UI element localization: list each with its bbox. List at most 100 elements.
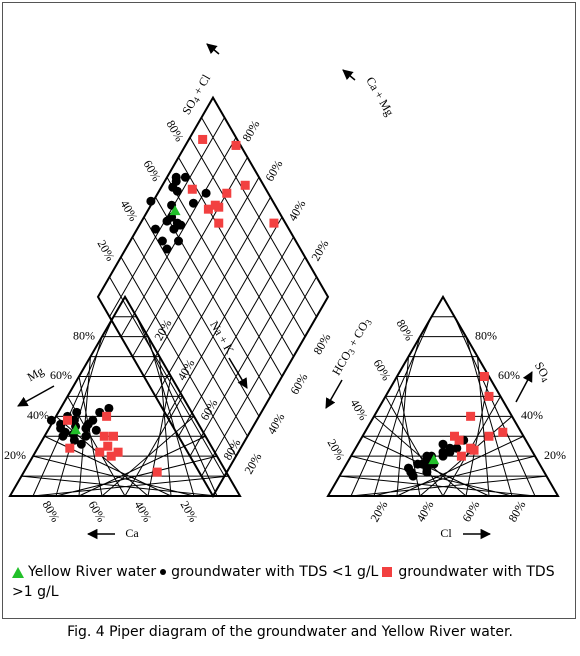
groundwater-low-tds-point	[76, 439, 86, 449]
groundwater-low-tds-point	[172, 186, 182, 196]
groundwater-high-tds-point	[187, 184, 197, 194]
groundwater-low-tds-point	[72, 407, 82, 417]
groundwater-low-tds-point	[422, 467, 432, 477]
groundwater-high-tds-point	[63, 415, 72, 425]
groundwater-low-tds-point	[174, 236, 183, 246]
tick-label: 80%	[505, 498, 528, 524]
tick-label: 40%	[348, 397, 371, 423]
ca-mg-label: Ca + Mg	[363, 74, 397, 118]
tick-label: 80%	[394, 317, 417, 343]
groundwater-high-tds-point	[466, 411, 476, 421]
groundwater-low-tds-point	[404, 463, 413, 473]
groundwater-low-tds-point	[408, 471, 418, 481]
groundwater-low-tds-point	[171, 176, 181, 186]
tick-label: 20%	[367, 498, 390, 524]
tick-label: 80%	[164, 118, 187, 144]
tick-label: 20%	[308, 237, 331, 263]
tick-label: 40%	[118, 197, 141, 223]
groundwater-low-tds-point	[445, 443, 455, 453]
groundwater-high-tds-point	[99, 431, 109, 441]
grid-line	[201, 117, 317, 317]
grid-line	[178, 157, 294, 357]
so4-label: SO4	[531, 359, 554, 384]
grid-line	[124, 396, 183, 497]
groundwater-low-tds-point	[188, 198, 198, 208]
groundwater-low-tds-point	[157, 236, 167, 246]
grid-lines	[21, 117, 547, 497]
mg-label: Mg	[25, 364, 46, 384]
tick-label: 60%	[287, 371, 310, 397]
groundwater-high-tds-point	[106, 451, 116, 461]
anion-triangle-outline	[326, 294, 560, 497]
tick-label: 20%	[4, 448, 26, 462]
groundwater-high-tds-point	[152, 467, 162, 477]
groundwater-high-tds-point	[103, 441, 113, 451]
tick-label: 40%	[413, 498, 436, 524]
tick-label: 60%	[141, 158, 164, 184]
diamond-outline	[96, 95, 330, 499]
grid-line	[385, 396, 444, 497]
ca-mg-arrow	[342, 69, 356, 81]
tick-label: 80%	[310, 331, 333, 357]
tick-label: 80%	[73, 328, 95, 342]
groundwater-high-tds-point	[231, 140, 241, 150]
grid-line	[350, 455, 513, 497]
tick-label: 40%	[521, 408, 543, 422]
tick-label: 80%	[40, 498, 63, 524]
tick-label: 20%	[178, 498, 201, 524]
groundwater-low-tds-point	[151, 224, 160, 234]
grid-line	[339, 475, 536, 497]
groundwater-low-tds-point	[169, 224, 179, 234]
groundwater-high-tds-point	[450, 431, 459, 441]
piper-diagram: 20%40%60%80%80%60%40%20%20%40%60%80%80%6…	[4, 43, 566, 540]
groundwater-low-tds-point	[46, 415, 56, 425]
groundwater-low-tds-point	[452, 443, 462, 453]
groundwater-low-tds-point	[180, 172, 190, 182]
grid-line	[159, 356, 172, 497]
groundwater-high-tds-point	[214, 218, 224, 228]
tick-label: 40%	[264, 411, 287, 437]
grid-line	[143, 177, 260, 377]
grid-line	[147, 336, 195, 497]
groundwater-high-tds-point	[65, 443, 75, 453]
tick-label: 20%	[241, 451, 264, 477]
figure-frame	[2, 2, 576, 619]
grid-line	[155, 196, 271, 397]
legend-tds-high: groundwater with TDS >1 g/L	[12, 564, 555, 600]
groundwater-high-tds-point	[479, 371, 489, 381]
legend-tds-low: groundwater with TDS <1 g/L	[171, 564, 379, 580]
tick-label: 60%	[50, 368, 72, 382]
tick-label: 20%	[95, 237, 118, 263]
groundwater-low-tds-point	[56, 423, 66, 433]
groundwater-high-tds-point	[198, 134, 208, 144]
outlines	[8, 95, 560, 499]
groundwater-high-tds-point	[456, 451, 466, 461]
groundwater-high-tds-point	[484, 431, 494, 441]
groundwater-low-tds-point	[91, 425, 101, 435]
tick-label: 40%	[27, 408, 49, 422]
grid-line	[21, 475, 218, 497]
tick-label: 60%	[86, 498, 109, 524]
so4-arrow	[515, 371, 533, 403]
yellow-river-point	[428, 454, 440, 465]
groundwater-low-tds-point	[438, 439, 448, 449]
tick-label: 20%	[325, 437, 348, 463]
tick-label: 80%	[239, 118, 262, 144]
mg-arrow	[17, 385, 55, 407]
grid-line	[477, 356, 490, 497]
groundwater-high-tds-point	[498, 427, 508, 437]
triangle-marker-icon	[12, 566, 24, 578]
tick-label: 60%	[262, 158, 285, 184]
groundwater-low-tds-point	[69, 415, 79, 425]
tick-label: 40%	[174, 357, 197, 383]
groundwater-low-tds-point	[95, 407, 105, 417]
na-k-label: Na + K	[207, 319, 237, 357]
axis-arrows	[17, 43, 533, 540]
groundwater-high-tds-point	[203, 204, 213, 214]
hco3-co3-label: HCO3 + CO3	[329, 315, 374, 378]
ca-label: Ca	[125, 526, 139, 540]
groundwater-high-tds-point	[222, 188, 232, 198]
groundwater-low-tds-point	[438, 447, 448, 457]
grid-line	[189, 137, 306, 337]
